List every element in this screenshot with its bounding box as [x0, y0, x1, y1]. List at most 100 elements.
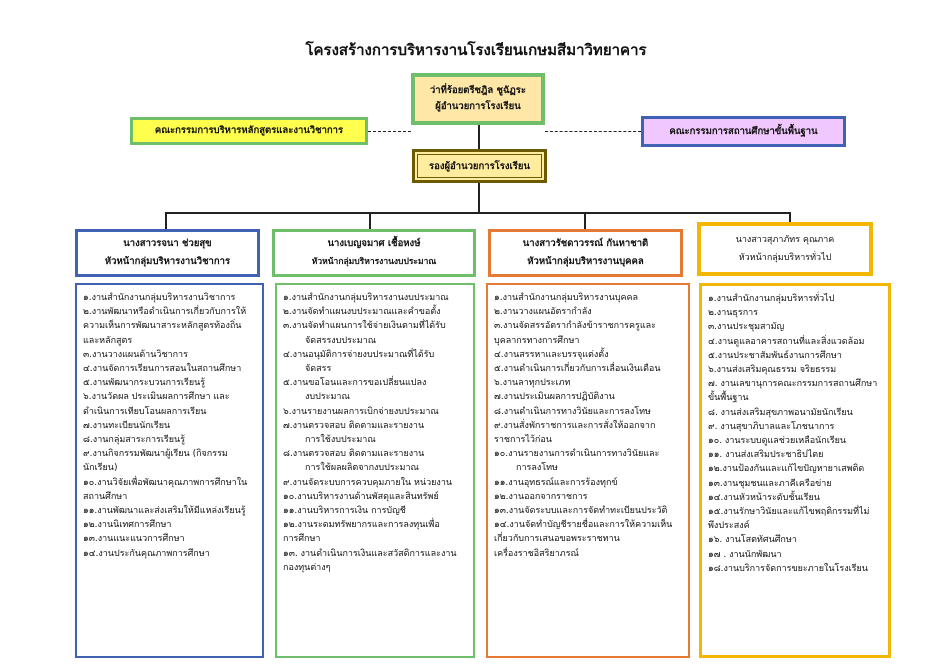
list-item: ๑๑.งานบริหารการเงิน การบัญชี	[283, 506, 406, 517]
list-item: ๙.งานจัดระบบการควบคุมภายใน หน่วยงาน	[283, 477, 453, 488]
list-item: ๖.งานรายงานผลการเบิกจ่ายงบประมาณ	[283, 406, 439, 417]
list-item: ๒.งานธุรการ	[708, 308, 759, 319]
list-item: พึงประสงค์	[708, 521, 750, 532]
list-item: ๑๐.งานบริหารงานด้านพัสดุและสินทรัพย์	[283, 491, 439, 502]
list-item: ๓.งานจัดทำแผนการใช้จ่ายเงินตามที่ได้รับ	[283, 321, 446, 332]
list-item: ๖.งานลาทุกประเภท	[494, 378, 571, 389]
list-item: นักเรียน)	[83, 463, 118, 474]
list-item: ๗. งานเลขานุการคณะกรรมการสถานศึกษา	[708, 379, 878, 390]
list-item: สถานศึกษา	[83, 491, 128, 502]
academic-head-name: นางสาวรจนา ช่วยสุข	[123, 238, 212, 249]
list-item: ๒.งานวางแผนอัตรากำลัง	[494, 307, 592, 318]
budget-head-name: นางเบญจมาศ เชื้อหงษ์	[327, 238, 421, 249]
list-item: ๓.งานวางแผนด้านวิชาการ	[83, 349, 188, 360]
list-item: ๑๔.งานหัวหน้าระดับชั้นเรียน	[708, 492, 820, 503]
list-item: ๑๓.งานชุมชนและภาคีเครือข่าย	[708, 478, 832, 489]
list-item: ๑๑.งานพัฒนาและส่งเสริมให้มีแหล่งเรียนรู้	[83, 506, 246, 517]
list-item: เครื่องราชอิสริยาภรณ์	[494, 548, 579, 559]
list-item: ๙.งานกิจกรรมพัฒนาผู้เรียน (กิจกรรม	[83, 449, 228, 460]
list-item: จัดสรรงบประมาณ	[305, 335, 377, 346]
list-item: ๒.งานพัฒนาหรือดำเนินการเกี่ยวกับการให้	[83, 307, 247, 318]
list-item: ๘. งานส่งเสริมสุขภาพอนามัยนักเรียน	[708, 407, 853, 418]
list-item: ๑๘.งานบริการจัดการขยะภายในโรงเรียน	[708, 563, 868, 574]
list-item: ๑๒.งานป้องกันและแก้ไขปัญหายาเสพติด	[708, 464, 865, 475]
deputy-director-box: รองผู้อำนวยการโรงเรียน	[412, 149, 547, 183]
list-item: ๙.งานสั่งพักราชการและการสั่งให้ออกจาก	[494, 420, 656, 431]
list-item: ๘.งานกลุ่มสาระการเรียนรู้	[83, 435, 186, 446]
list-item: การศึกษา	[283, 534, 321, 545]
chart-title: โครงสร้างการบริหารงานโรงเรียนเกษมสีมาวิท…	[305, 41, 647, 59]
general-head-box: นางสาวสุภาภัทร คุณภาค หัวหน้ากลุ่มบริหาร…	[697, 222, 873, 276]
list-item: ๑๒.งานนิเทศการศึกษา	[83, 520, 172, 531]
list-item: ๙. งานสุขาภิบาลและโภชนาการ	[708, 421, 835, 432]
personnel-task-list: ๑.งานสำนักงานกลุ่มบริหารงานบุคคล ๒.งานวา…	[486, 283, 690, 658]
list-item: ๓.งานประชุมสามัญ	[708, 322, 785, 333]
connector-dept-2	[369, 212, 371, 229]
list-item: ๑๗ . งานนักพัฒนา	[708, 549, 782, 560]
list-item: ๕.งานดำเนินการเกี่ยวกับการเลื่อนเงินเดือ…	[494, 364, 661, 375]
general-head-name: นางสาวสุภาภัทร คุณภาค	[735, 235, 835, 245]
connector-dept-4	[789, 212, 791, 223]
personnel-head-box: นางสาวรัชดาวรรณ์ กันหาชาติ หัวหน้ากลุ่มบ…	[488, 229, 683, 277]
list-item: ดำเนินการเทียบโอนผลการเรียน	[83, 406, 207, 417]
list-item: ๘.งานตรวจสอบ ติดตามและรายงาน	[283, 449, 425, 460]
list-item: ๑๑.งานอุทธรณ์และการร้องทุกข์	[494, 477, 618, 488]
list-item: ๑.งานสำนักงานกลุ่มบริหารงานบุคคล	[494, 293, 639, 303]
list-item: ๑๐. งานระบบดูแลช่วยเหลือนักเรียน	[708, 436, 847, 447]
list-item: การใช้ผลผลิตจากงบประมาณ	[305, 463, 419, 474]
list-item: การลงโทษ	[516, 463, 558, 474]
connector-director-deputy	[478, 125, 480, 149]
general-task-list: ๑.งานสำนักงานกลุ่มบริหารทั่วไป ๒.งานธุรก…	[699, 283, 891, 658]
list-item: ๑๒.งานระดมทรัพยากรและการลงทุนเพื่อ	[283, 520, 440, 531]
general-head-title: หัวหน้ากลุ่มบริหารทั่วไป	[738, 253, 832, 263]
list-item: ๑๔.งานจัดทำบัญชีรายชื่อและการให้ความเห็น	[494, 520, 673, 531]
connector-dept-1	[165, 212, 167, 229]
list-item: ๑๑. งานส่งเสริมประชาธิปไตย	[708, 450, 824, 461]
connector-dept-3	[584, 212, 586, 229]
list-item: ๕.งานประชาสัมพันธ์งานการศึกษา	[708, 350, 842, 361]
personnel-head-name: นางสาวรัชดาวรรณ์ กันหาชาติ	[522, 238, 649, 249]
list-item: ๖.งานส่งเสริมคุณธรรม จริยธรรม	[708, 365, 837, 376]
director-position: ผู้อำนวยการโรงเรียน	[435, 101, 521, 112]
list-item: และหลักสูตร	[83, 335, 133, 346]
list-item: ๕.งานพัฒนากระบวนการเรียนรู้	[83, 378, 206, 389]
connector-deputy-down	[478, 183, 480, 213]
list-item: ๑๓.งานแนะแนวการศึกษา	[83, 534, 185, 545]
list-item: ๔.งานจัดการเรียนการสอนในสถานศึกษา	[83, 364, 242, 375]
list-item: เกี่ยวกับการเสนอขอพระราชทาน	[494, 534, 620, 545]
list-item: งบประมาณ	[305, 392, 350, 403]
list-item: ๒.งานจัดทำแผนงบประมาณและคำขอตั้ง	[283, 307, 441, 318]
list-item: ๑๓.งานจัดระบบและการจัดทำทะเบียนประวัติ	[494, 506, 668, 517]
personnel-head-title: หัวหน้ากลุ่มบริหารงานบุคคล	[527, 256, 644, 267]
budget-head-title: หัวหน้ากลุ่มบริหารงานงบประมาณ	[311, 257, 437, 267]
dashed-connector-left	[368, 131, 411, 132]
academic-head-box: นางสาวรจนา ช่วยสุข หัวหน้ากลุ่มบริหารงาน…	[75, 229, 260, 277]
director-name: ว่าที่ร้อยตรีชฎิล ชูฉัฏระ	[429, 85, 527, 96]
list-item: ๗.งานประเมินผลการปฏิบัติงาน	[494, 392, 615, 403]
budget-head-box: นางเบญจมาศ เชื้อหงษ์ หัวหน้ากลุ่มบริหารง…	[272, 229, 476, 277]
list-item: ความเห็นการพัฒนาสาระหลักสูตรท้องถิ่น	[83, 321, 242, 332]
list-item: ๗.งานทะเบียนนักเรียน	[83, 420, 171, 431]
list-item: ๔.งานสรรหาและบรรจุแต่งตั้ง	[494, 349, 609, 360]
list-item: ๑.งานสำนักงานกลุ่มบริหารทั่วไป	[708, 294, 835, 304]
list-item: กองทุนต่างๆ	[283, 562, 331, 573]
list-item: ๗.งานตรวจสอบ ติดตามและรายงาน	[283, 420, 425, 431]
list-item: ๔.งานอนุมัติการจ่ายงบประมาณที่ได้รับ	[283, 349, 435, 360]
academic-head-title: หัวหน้ากลุ่มบริหารงานวิชาการ	[104, 256, 231, 267]
list-item: ขั้นพื้นฐาน	[708, 393, 749, 404]
list-item: ๖.งานวัดผล ประเมินผลการศึกษา และ	[83, 392, 230, 403]
list-item: ๑๐.งานวิจัยเพื่อพัฒนาคุณภาพการศึกษาใน	[83, 477, 248, 488]
list-item: ๑๔.งานประกันคุณภาพการศึกษา	[83, 548, 210, 559]
budget-task-list: ๑.งานสำนักงานกลุ่มบริหารงานงบประมาณ ๒.งา…	[275, 283, 475, 658]
connector-horizontal	[165, 212, 791, 214]
list-item: ๑๕.งานรักษาวินัยและแก้ไขพฤติกรรมที่ไม่	[708, 507, 870, 518]
school-board-committee-box: คณะกรรมการสถานศึกษาขั้นพื้นฐาน	[641, 116, 846, 147]
director-box: ว่าที่ร้อยตรีชฎิล ชูฉัฏระ ผู้อำนวยการโรง…	[411, 73, 545, 125]
list-item: ๓.งานจัดสรรอัตรากำลังข้าราชการครูและ	[494, 321, 656, 332]
deputy-director-label: รองผู้อำนวยการโรงเรียน	[417, 154, 542, 178]
list-item: ๕.งานขอโอนและการขอเปลี่ยนแปลง	[283, 378, 427, 389]
list-item: ราชการไว้ก่อน	[494, 435, 552, 446]
academic-committee-box: คณะกรรมการบริหารหลักสูตรและงานวิชาการ	[130, 117, 368, 145]
list-item: ๑๖. งานโสตทัศนศึกษา	[708, 535, 797, 546]
list-item: ๑.งานสำนักงานกลุ่มบริหารงานวิชาการ	[83, 293, 236, 303]
